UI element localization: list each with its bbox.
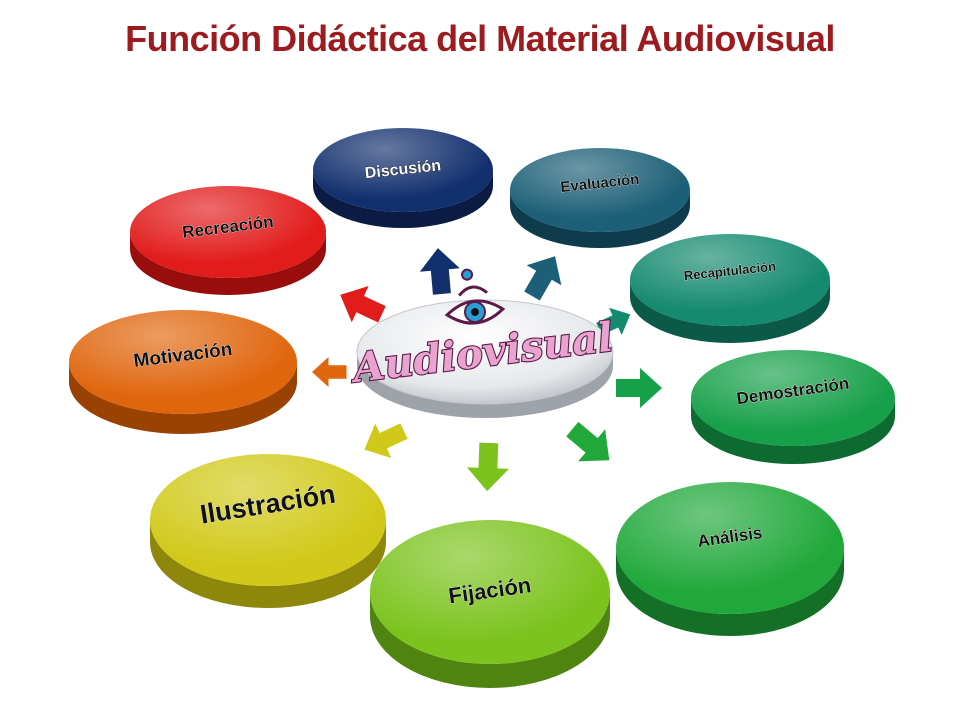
arrow-to-motivacion xyxy=(312,357,347,387)
arrow-to-fijacion xyxy=(466,442,509,492)
arrow-to-evaluacion xyxy=(524,256,562,301)
arrows-group xyxy=(312,248,662,492)
node-recapitulacion-side xyxy=(630,280,830,343)
node-motivacion: Motivación xyxy=(69,310,297,434)
node-ilustracion-side xyxy=(150,520,386,608)
arrow-to-ilustracion xyxy=(364,423,408,459)
node-demostracion: Demostración xyxy=(691,350,895,464)
eye-icon xyxy=(444,268,506,325)
node-analisis-side xyxy=(616,548,844,636)
arrow-to-discusion xyxy=(419,248,460,295)
page-title: Función Didáctica del Material Audiovisu… xyxy=(125,18,835,59)
node-recapitulacion: Recapitulación xyxy=(630,234,830,343)
arrow-to-recreacion xyxy=(340,286,386,323)
center-node-face xyxy=(356,299,614,405)
node-discusion-side xyxy=(313,170,493,228)
node-fijacion: Fijación xyxy=(370,520,610,688)
node-analisis: Análisis xyxy=(616,482,844,636)
arrow-to-analisis xyxy=(566,421,610,462)
node-label-fijacion: Fijación xyxy=(447,572,533,608)
node-evaluacion: Evaluación xyxy=(510,148,690,248)
center-node-side xyxy=(357,352,613,418)
node-fijacion-side xyxy=(370,592,610,688)
node-discusion: Discusión xyxy=(313,128,493,228)
node-ilustracion: Ilustración xyxy=(150,454,386,608)
node-evaluacion-side xyxy=(510,190,690,248)
node-recreacion: Recreación xyxy=(130,186,326,295)
nodes-group: DiscusiónEvaluaciónRecapitulaciónDemostr… xyxy=(69,128,895,688)
center-node: Audiovisual xyxy=(346,268,617,418)
arrow-to-demostracion xyxy=(616,368,662,408)
arrow-to-recapitulacion xyxy=(596,307,631,336)
node-motivacion-side xyxy=(69,362,297,434)
node-demostracion-side xyxy=(691,398,895,464)
node-recreacion-side xyxy=(130,232,326,295)
